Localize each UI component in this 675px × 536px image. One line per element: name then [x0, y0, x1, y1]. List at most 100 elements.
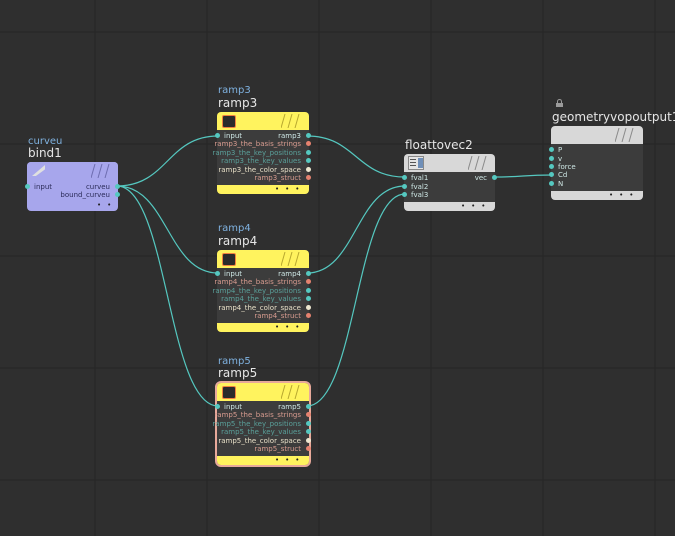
output-connector-color-space[interactable] — [306, 438, 311, 443]
node-footer-controls[interactable]: ••• — [609, 191, 640, 199]
input-connector-force[interactable] — [549, 164, 554, 169]
port-label-output: ramp3 — [278, 132, 301, 140]
node-bind1[interactable]: input curveu bound_curveu •• — [25, 162, 120, 211]
port-label-input: input — [224, 132, 243, 140]
node-floattovec2[interactable]: fval1 fval2 fval3 vec ••• — [402, 154, 497, 211]
node-body: P v force Cd N — [549, 144, 643, 191]
output-connector-basis-strings[interactable] — [306, 279, 311, 284]
port-label-color-space: ramp3_the_color_space — [218, 166, 301, 174]
input-connector[interactable] — [215, 133, 220, 138]
node-header[interactable] — [551, 126, 643, 144]
output-connector[interactable] — [306, 133, 311, 138]
output-connector-key-values[interactable] — [306, 429, 311, 434]
port-label-output: ramp4 — [278, 270, 301, 278]
node-body: input ramp3 ramp3_the_basis_strings ramp… — [213, 130, 311, 184]
output-connector-key-positions[interactable] — [306, 150, 311, 155]
node-name-ramp5[interactable]: ramp5 — [218, 366, 258, 380]
output-connector-curveu[interactable] — [115, 184, 120, 189]
node-header[interactable] — [217, 112, 309, 130]
port-label-P: P — [558, 146, 563, 154]
node-name-floattovec2[interactable]: floattovec2 — [405, 138, 473, 152]
input-connector-v[interactable] — [549, 156, 554, 161]
node-flags-icon[interactable] — [91, 164, 113, 178]
output-connector-key-values[interactable] — [306, 296, 311, 301]
node-flags-icon[interactable] — [615, 128, 637, 142]
port-label-output: ramp5 — [278, 403, 301, 411]
port-label-struct: ramp4_struct — [254, 312, 301, 320]
output-connector-struct[interactable] — [306, 175, 311, 180]
output-connector-key-positions[interactable] — [306, 421, 311, 426]
port-label-key-values: ramp3_the_key_values — [221, 157, 301, 165]
port-label-bound-curveu: bound_curveu — [60, 191, 110, 199]
node-footer-controls[interactable]: •• — [97, 201, 118, 209]
port-label-basis-strings: ramp3_the_basis_strings — [214, 140, 301, 148]
node-type-label-ramp5: ramp5 — [218, 356, 251, 367]
node-header[interactable] — [27, 162, 118, 180]
ramp-node-icon — [222, 115, 236, 128]
port-label-Cd: Cd — [558, 171, 568, 179]
output-connector-basis-strings[interactable] — [306, 141, 311, 146]
output-connector-basis-strings[interactable] — [306, 412, 311, 417]
output-connector-bound-curveu[interactable] — [115, 192, 120, 197]
port-label-fval2: fval2 — [411, 183, 429, 191]
node-header[interactable] — [217, 383, 309, 401]
port-label-basis-strings: ramp4_the_basis_strings — [214, 278, 301, 286]
port-label-fval1: fval1 — [411, 174, 429, 182]
input-connector[interactable] — [25, 184, 30, 189]
node-flags-icon[interactable] — [281, 114, 303, 128]
input-connector-fval3[interactable] — [402, 192, 407, 197]
input-connector-N[interactable] — [549, 181, 554, 186]
node-name-ramp4[interactable]: ramp4 — [218, 234, 258, 248]
node-footer-controls[interactable]: ••• — [275, 185, 306, 193]
node-type-label-ramp3: ramp3 — [218, 85, 251, 96]
input-connector-Cd[interactable] — [549, 172, 554, 177]
node-flags-icon[interactable] — [281, 385, 303, 399]
output-connector-struct[interactable] — [306, 313, 311, 318]
output-connector-struct[interactable] — [306, 446, 311, 451]
node-type-label-ramp4: ramp4 — [218, 223, 251, 234]
node-footer[interactable]: ••• — [404, 202, 495, 211]
node-ramp3[interactable]: input ramp3 ramp3_the_basis_strings ramp… — [213, 112, 311, 194]
node-footer-controls[interactable]: ••• — [275, 456, 306, 464]
node-geometryvopoutput1[interactable]: P v force Cd N ••• — [549, 126, 643, 200]
node-footer-controls[interactable]: ••• — [461, 202, 492, 210]
port-label-struct: ramp5_struct — [254, 445, 301, 453]
node-name-bind1[interactable]: bind1 — [28, 146, 62, 160]
node-ramp5[interactable]: input ramp5 ramp5_the_basis_strings ramp… — [213, 381, 311, 467]
node-footer[interactable]: ••• — [551, 191, 643, 200]
input-connector[interactable] — [215, 404, 220, 409]
node-ramp4[interactable]: input ramp4 ramp4_the_basis_strings ramp… — [213, 250, 311, 332]
port-label-key-values: ramp5_the_key_values — [221, 428, 301, 436]
input-connector-fval1[interactable] — [402, 175, 407, 180]
output-connector-key-values[interactable] — [306, 158, 311, 163]
output-connector-color-space[interactable] — [306, 305, 311, 310]
output-connector-vec[interactable] — [492, 175, 497, 180]
node-header[interactable] — [217, 250, 309, 268]
node-name-ramp3[interactable]: ramp3 — [218, 96, 258, 110]
output-connector-color-space[interactable] — [306, 167, 311, 172]
node-footer[interactable]: ••• — [217, 185, 309, 194]
node-body: input ramp5 ramp5_the_basis_strings ramp… — [213, 401, 311, 455]
port-label-input: input — [224, 270, 243, 278]
input-connector[interactable] — [215, 271, 220, 276]
port-label-key-positions: ramp3_the_key_positions — [212, 149, 302, 157]
output-connector[interactable] — [306, 404, 311, 409]
node-flags-icon[interactable] — [281, 252, 303, 266]
bind-node-icon — [32, 165, 45, 176]
port-label-basis-strings: ramp5_the_basis_strings — [214, 411, 301, 419]
node-name-geometryvopoutput1[interactable]: geometryvopoutput1 — [552, 110, 675, 124]
port-label-input: input — [224, 403, 243, 411]
output-connector[interactable] — [306, 271, 311, 276]
input-connector-P[interactable] — [549, 147, 554, 152]
node-footer-controls[interactable]: ••• — [275, 323, 306, 331]
output-connector-key-positions[interactable] — [306, 288, 311, 293]
node-footer[interactable]: ••• — [217, 323, 309, 332]
input-connector-fval2[interactable] — [402, 184, 407, 189]
node-footer[interactable]: ••• — [217, 456, 309, 465]
ramp-node-icon — [222, 386, 236, 399]
node-flags-icon[interactable] — [468, 156, 490, 170]
lock-icon — [556, 99, 563, 107]
node-header[interactable] — [404, 154, 495, 172]
port-label-key-positions: ramp4_the_key_positions — [212, 287, 302, 295]
